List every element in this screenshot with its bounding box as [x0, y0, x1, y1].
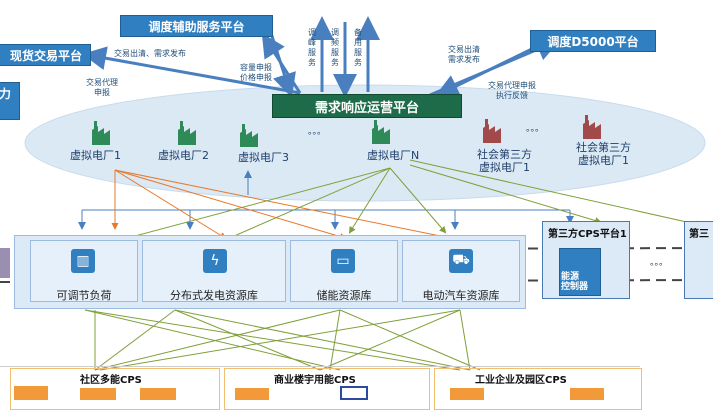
label-d5000-clear: 交易出清 需求发布 — [448, 45, 480, 64]
orange-icon-1 — [14, 386, 48, 400]
storage-label: 储能资源库 — [316, 289, 372, 302]
third-party-cps-1: 第三方CPS平台1 能源 控制器 — [542, 221, 630, 299]
ev-label: 电动汽车资源库 — [422, 289, 500, 302]
orange-icon-3 — [140, 388, 176, 400]
car-icon: ⛟ — [449, 249, 473, 273]
orange-icon-6 — [570, 388, 604, 400]
load-icon: ▥ — [71, 249, 95, 273]
blue-icon-1 — [340, 386, 368, 400]
battery-icon: ▭ — [331, 249, 355, 273]
label-spot-agent: 交易代理 申报 — [86, 78, 118, 97]
vpp-1: 虚拟电厂1 — [70, 149, 121, 162]
load-label: 可调节负荷 — [56, 289, 112, 302]
cps2-title: 第三 — [689, 229, 709, 240]
third-party-vpp-1: 社会第三方 虚拟电厂1 — [477, 148, 532, 174]
factory-icons — [92, 115, 601, 147]
left-cropped-bar — [0, 248, 10, 278]
cps1-title: 第三方CPS平台1 — [548, 229, 627, 240]
factory-icon — [483, 119, 501, 143]
label-peak-service: 调峰服务 — [308, 28, 316, 67]
connection-lines — [78, 16, 702, 371]
factory-icon — [178, 121, 196, 145]
third-party-vpp-2: 社会第三方 虚拟电厂1 — [576, 141, 631, 167]
controller-label: 能源 控制器 — [561, 272, 589, 292]
resource-pv: ϟ 分布式发电资源库 — [142, 240, 286, 302]
platform-arrows — [82, 16, 561, 98]
vpp-n: 虚拟电厂N — [367, 149, 420, 162]
bottom-region — [0, 366, 640, 401]
diagram-canvas: 调度辅助服务平台 现货交易平台 调度D5000平台 力 需求响应运营平台 交易出… — [0, 15, 713, 410]
label-reserve-service: 备用服务 — [354, 28, 362, 67]
spot-trading-platform: 现货交易平台 — [0, 44, 91, 66]
vpp-2: 虚拟电厂2 — [158, 149, 209, 162]
auxiliary-service-platform: 调度辅助服务平台 — [120, 15, 273, 37]
vpp-resource-orange — [111, 169, 462, 243]
label-aux-left: 交易出清、需求发布 — [114, 49, 186, 58]
d5000-platform: 调度D5000平台 — [530, 30, 656, 52]
dots-1: 。。。 — [308, 127, 327, 137]
label-d5000-agent: 交易代理申报 执行反馈 — [488, 81, 536, 100]
vpp-resource-blue — [78, 170, 574, 230]
resource-ev: ⛟ 电动汽车资源库 — [402, 240, 520, 302]
resource-load: ▥ 可调节负荷 — [30, 240, 138, 302]
pv-label: 分布式发电资源库 — [170, 289, 258, 302]
orange-icon-2 — [80, 388, 116, 400]
vpp-resource-green — [84, 159, 702, 371]
pv-icon: ϟ — [203, 249, 227, 273]
demand-response-platform: 需求响应运营平台 — [272, 94, 462, 118]
label-capacity: 容量申报 价格申报 — [240, 63, 272, 82]
dots-3: 。。。 — [650, 258, 669, 268]
label-freq-service: 调频服务 — [331, 28, 339, 67]
energy-controller — [559, 248, 601, 296]
industry-cps-title: 工业企业及园区CPS — [475, 375, 567, 386]
resource-storage: ▭ 储能资源库 — [290, 240, 398, 302]
factory-icon — [240, 124, 258, 147]
third-party-cps-2: 第三 — [684, 221, 713, 299]
vpp-3: 虚拟电厂3 — [238, 151, 289, 164]
left-cropped-box: 力 — [0, 82, 20, 120]
community-cps-title: 社区多能CPS — [80, 375, 142, 386]
orange-icon-4 — [235, 388, 269, 400]
factory-icon — [92, 121, 110, 145]
factory-icon — [372, 120, 390, 144]
commercial-cps-title: 商业楼宇用能CPS — [274, 375, 356, 386]
vpp-region-ellipse — [24, 84, 706, 202]
dots-2: 。。。 — [526, 124, 545, 134]
factory-icon — [583, 115, 601, 139]
orange-icon-5 — [450, 388, 484, 400]
